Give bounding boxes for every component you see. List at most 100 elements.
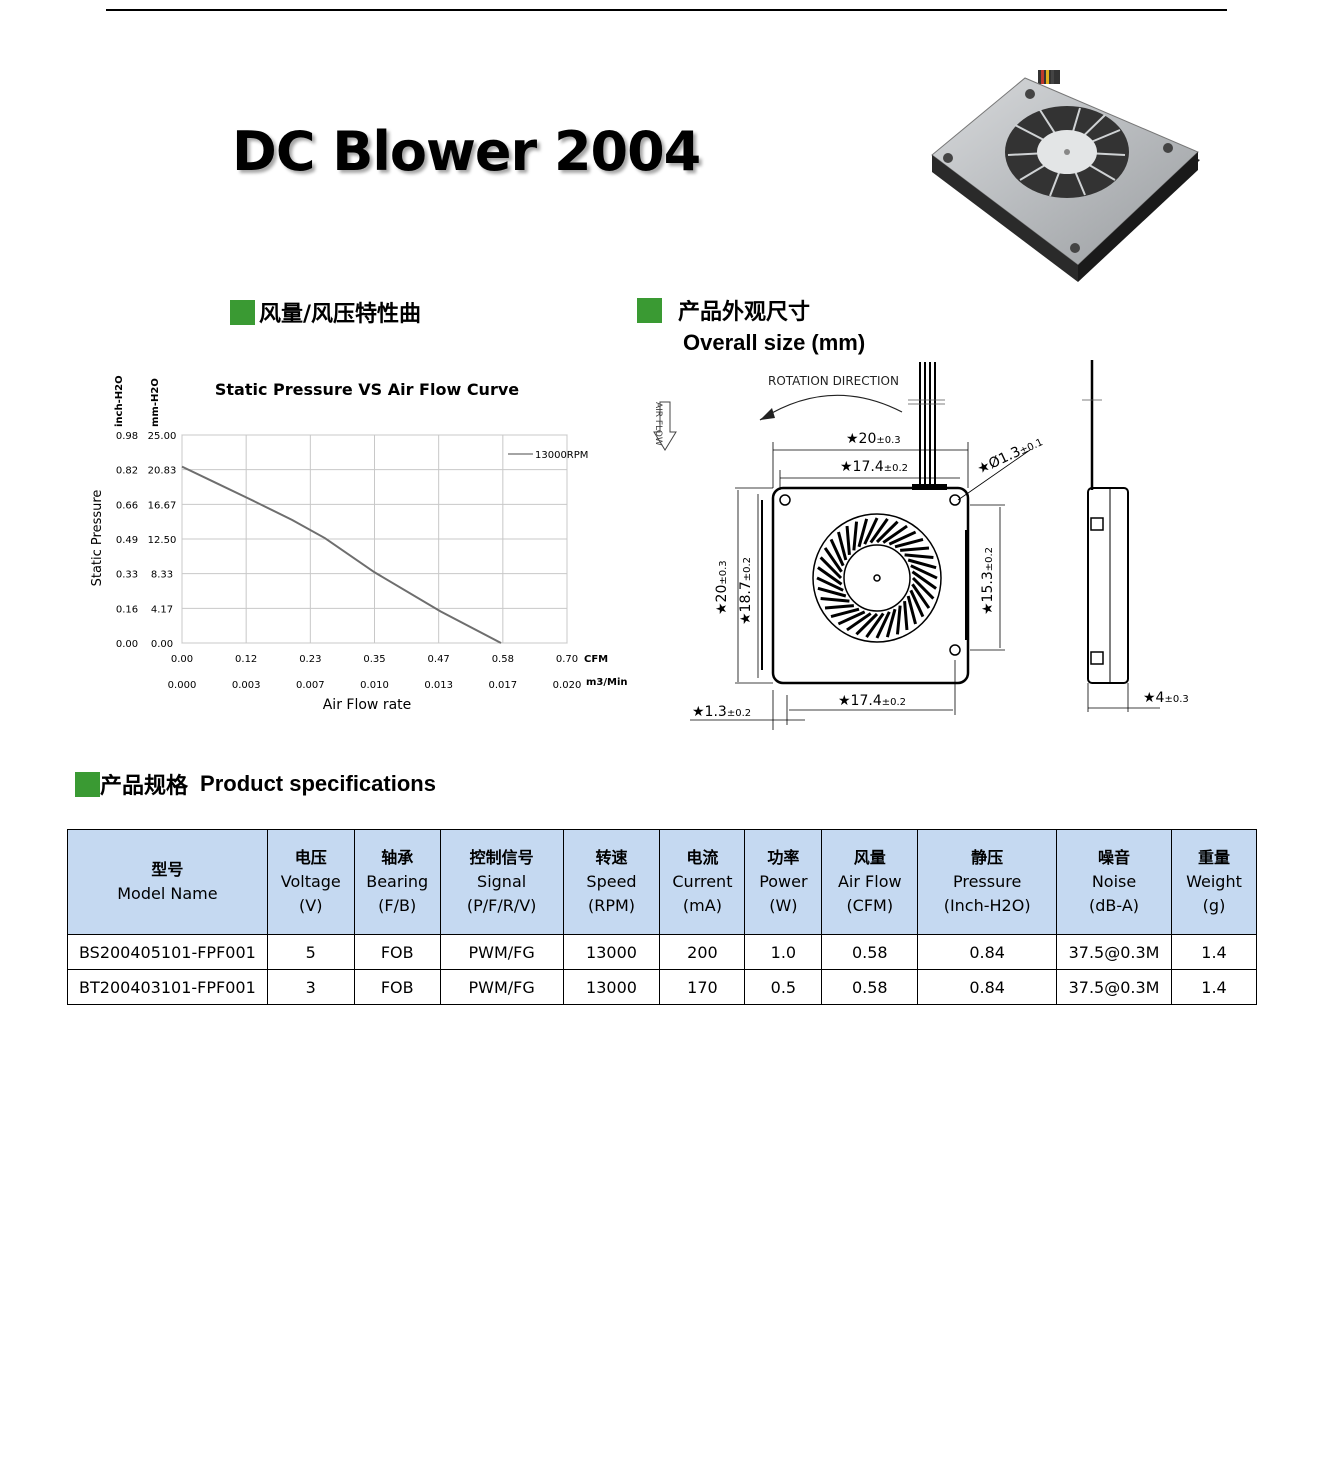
impeller-blade: [869, 518, 889, 544]
spec-header-zh: 控制信号: [469, 848, 534, 867]
spec-header-en: Bearing: [366, 872, 429, 891]
impeller-blade: [894, 538, 924, 549]
spec-cell: 170: [659, 969, 746, 1005]
spec-cell: BT200403101-FPF001: [67, 969, 268, 1005]
spec-cell: FOB: [353, 934, 441, 970]
y-unit-inch: inch-H2O: [114, 375, 125, 427]
green-square-icon: [75, 771, 100, 797]
legend-label: 13000RPM: [535, 450, 588, 461]
spec-cell: 1.0: [744, 934, 823, 970]
spec-cell: 13000: [562, 934, 661, 970]
x-tick-label-cfm: 0.58: [492, 654, 514, 665]
dim-top-width: ★20±0.3: [846, 431, 901, 447]
impeller-blade: [895, 605, 902, 635]
y-tick-label-mm: 8.33: [151, 570, 173, 581]
airflow-arrow: [653, 401, 677, 451]
impeller-blade: [845, 525, 851, 555]
spec-header-en: Speed: [586, 872, 637, 891]
spec-header-unit: (g): [1202, 896, 1226, 915]
section-spec-heading: 产品规格 Product specifications: [75, 768, 436, 800]
airflow-label: AIR FLOW: [653, 402, 663, 446]
spec-cell: 0.5: [744, 969, 823, 1005]
spec-cell: 1.4: [1171, 934, 1257, 970]
spec-cell: 37.5@0.3M: [1056, 969, 1172, 1005]
page-title: DC Blower 2004: [232, 120, 701, 183]
y-tick-label-mm: 12.50: [148, 535, 177, 546]
x-unit-cfm: CFM: [584, 654, 608, 665]
x-tick-label-cfm: 0.12: [235, 654, 257, 665]
impeller-blade: [911, 583, 931, 609]
dim-left-height: ★20±0.3: [714, 560, 730, 615]
spec-cell: 3: [266, 969, 355, 1005]
spec-cell: 5: [266, 934, 355, 970]
spec-cell: 200: [659, 934, 746, 970]
spec-header-en: Pressure: [952, 872, 1022, 891]
dim-inner-height: ★18.7±0.2: [738, 557, 754, 625]
spec-cell: FOB: [353, 969, 441, 1005]
impeller-blade: [817, 566, 843, 586]
spec-cell: 13000: [562, 969, 661, 1005]
spec-header-zh: 风量: [853, 848, 886, 867]
spec-header-zh: 电压: [294, 848, 327, 867]
section-curve-heading: 风量/风压特性曲: [230, 296, 421, 328]
impeller-blade: [816, 576, 844, 592]
spec-cell: 1.4: [1171, 969, 1257, 1005]
green-square-icon: [230, 299, 255, 325]
x-tick-label-m3: 0.017: [489, 680, 518, 691]
impeller-blade: [910, 564, 938, 580]
fan-outline-side: [1087, 487, 1129, 684]
spec-cell: 37.5@0.3M: [1056, 934, 1172, 970]
spec-header-unit: (V): [299, 896, 323, 915]
x-tick-label-cfm: 0.35: [363, 654, 385, 665]
spec-header-zh: 电流: [686, 848, 719, 867]
y-tick-label-inch: 0.16: [116, 604, 138, 615]
impeller-blade: [837, 610, 866, 626]
spec-cell: PWM/FG: [439, 969, 564, 1005]
impeller-blade: [863, 517, 879, 545]
green-square-icon: [637, 297, 662, 323]
dim-bottom-width: ★17.4±0.2: [838, 693, 906, 709]
spec-cell: PWM/FG: [439, 934, 564, 970]
spec-header-unit: (CFM): [846, 896, 894, 915]
x-tick-label-m3: 0.010: [360, 680, 389, 691]
top-rule: [106, 9, 1227, 11]
spec-cell: 0.84: [917, 934, 1058, 970]
spec-header-zh: 重量: [1197, 848, 1230, 867]
impeller-blade: [857, 518, 869, 548]
y-tick-label-mm: 0.00: [151, 639, 173, 650]
dimension-drawing: ROTATION DIRECTION AIR FLOW ★20±0.3 ★17.…: [653, 360, 1189, 730]
x-tick-label-cfm: 0.70: [556, 654, 578, 665]
dim-thickness: ★4±0.3: [1143, 690, 1189, 706]
y-tick-label-mm: 4.17: [151, 604, 173, 615]
y-tick-label-inch: 0.00: [116, 639, 138, 650]
x-tick-label-cfm: 0.23: [299, 654, 321, 665]
y-tick-label-inch: 0.98: [116, 431, 138, 442]
y-tick-label-inch: 0.49: [116, 535, 138, 546]
spec-header-zh: 静压: [971, 848, 1004, 867]
impeller-blade: [875, 611, 891, 639]
impeller-blade: [911, 570, 937, 590]
x-axis-label: Air Flow rate: [323, 697, 412, 713]
rotation-arrow: [759, 394, 903, 421]
spec-cell: BS200405101-FPF001: [67, 934, 268, 970]
section-spec-title-zh: 产品规格: [100, 774, 189, 799]
y-tick-label-inch: 0.33: [116, 570, 138, 581]
impeller-blade: [846, 612, 872, 632]
x-tick-label-m3: 0.003: [232, 680, 261, 691]
dim-inner-width: ★17.4±0.2: [840, 459, 908, 475]
spec-cell: 0.84: [917, 969, 1058, 1005]
impeller-blade: [907, 558, 937, 570]
y-tick-label-mm: 25.00: [148, 431, 177, 442]
spec-header-en: Current: [672, 872, 733, 891]
y-tick-label-inch: 0.82: [116, 466, 138, 477]
y-tick-label-inch: 0.66: [116, 500, 138, 511]
impeller-blade: [888, 530, 917, 546]
impeller-blade: [817, 586, 847, 598]
impeller-blade: [852, 521, 859, 551]
impeller-blade: [900, 546, 930, 552]
